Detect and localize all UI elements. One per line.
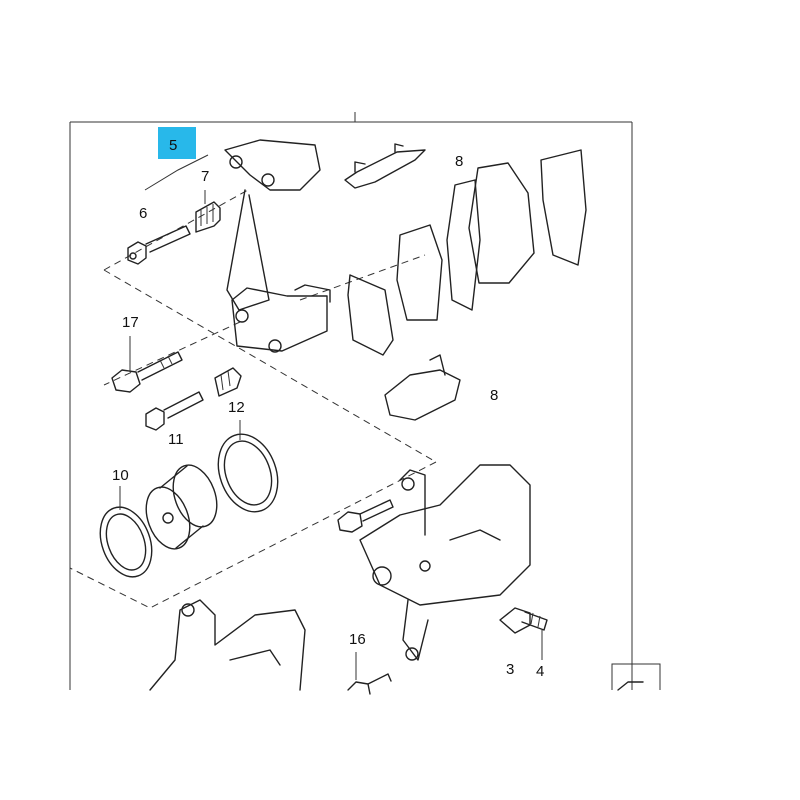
pin-boot-upper[interactable]: [195, 201, 221, 233]
caliper-body[interactable]: [359, 464, 531, 661]
callout-4-label: 4: [536, 663, 544, 680]
callout-16-label: 16: [349, 631, 366, 648]
bolt-17[interactable]: [111, 351, 183, 393]
piston-seal-12[interactable]: [208, 426, 288, 520]
anti-rattle-clip-upper[interactable]: [344, 143, 426, 189]
guide-pin-lower[interactable]: [145, 367, 242, 431]
caliper-piston[interactable]: [138, 459, 224, 555]
caliper-carrier-bracket[interactable]: [224, 139, 331, 353]
anti-rattle-clip-lower[interactable]: [384, 354, 461, 421]
guide-pin-upper[interactable]: [127, 225, 191, 265]
pad-inner: [446, 179, 481, 311]
callout-5-box: [158, 127, 196, 159]
callout-3-label: 3: [506, 661, 514, 678]
callout-5-bracket: [144, 154, 209, 191]
bleeder-screw-assembly[interactable]: [499, 607, 548, 634]
pad-shim-outer: [540, 149, 587, 266]
bleeder-cap: [499, 607, 531, 634]
callout-5-label: 5: [169, 137, 177, 154]
callout-5-highlighted[interactable]: 5: [158, 127, 196, 159]
callout-11-label: 11: [168, 431, 184, 448]
pad-shim-inner: [396, 224, 443, 321]
pad-outer: [468, 162, 535, 284]
bolt-caliper[interactable]: [337, 499, 394, 533]
callout-leader-lines: [119, 190, 241, 510]
brake-pads[interactable]: [347, 149, 587, 356]
group-dashed-lines: [69, 189, 437, 609]
callout-8-upper-label: 8: [455, 153, 463, 170]
detail-inset-box: [611, 663, 661, 691]
callout-6-label: 6: [139, 205, 147, 222]
callout-7-label: 7: [201, 168, 209, 185]
callout-8-lower-label: 8: [490, 387, 498, 404]
bolt-16[interactable]: [347, 673, 392, 695]
pad-spring: [347, 274, 394, 356]
callout-17-label: 17: [122, 314, 139, 331]
bleeder-screw: [521, 611, 548, 631]
dust-boot-10[interactable]: [91, 500, 161, 584]
caliper-body-lower-partial[interactable]: [149, 599, 306, 691]
callout-12-label: 12: [228, 399, 245, 416]
diagram-frame: [69, 112, 633, 690]
callout-10-label: 10: [112, 467, 129, 484]
